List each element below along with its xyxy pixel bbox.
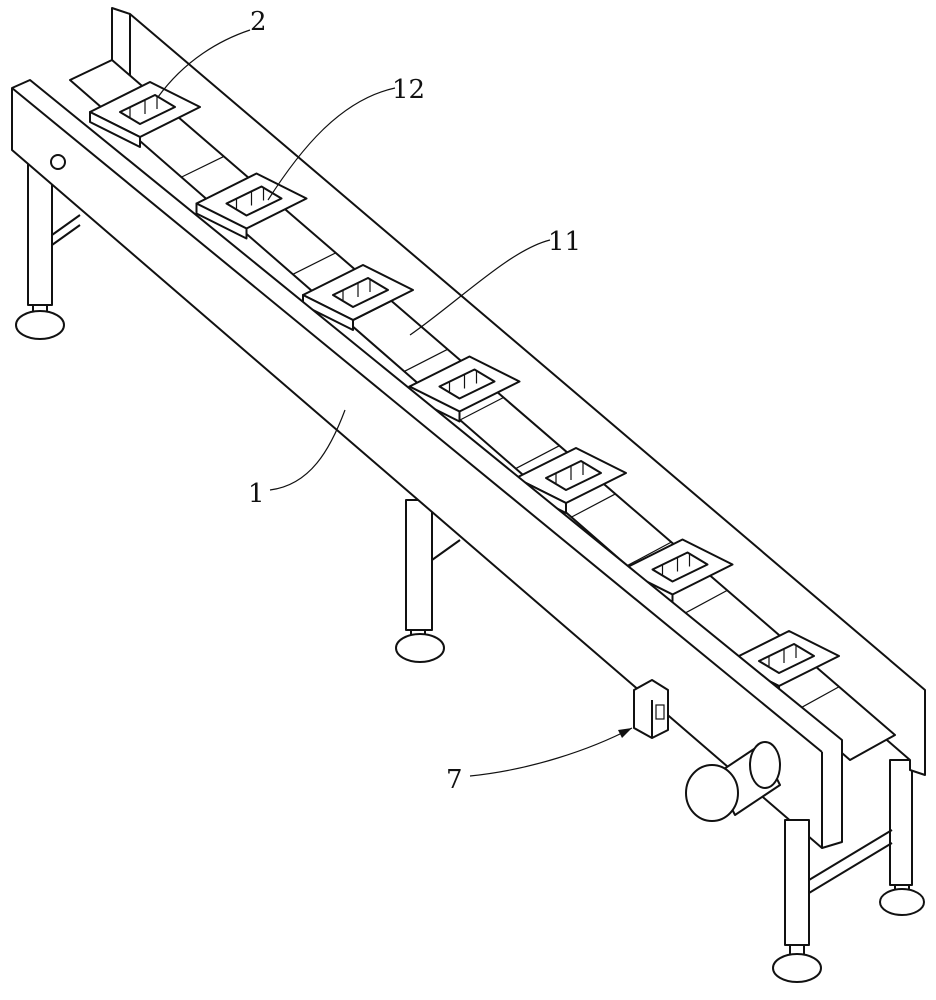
front-rail [11,79,843,849]
control-box [633,679,669,739]
front-middle-leg [395,499,461,663]
motor [685,741,781,822]
belt-slat [571,493,616,518]
tray [195,172,308,240]
belt-slat [69,59,113,81]
tray [89,81,201,148]
belt-slat [292,252,336,275]
leader-1 [269,409,346,491]
label-11: 11 [548,227,581,257]
belt-slat [515,445,560,470]
tray [408,355,521,423]
belt-slat [626,541,672,567]
label-12: 12 [392,75,425,105]
back-right-leg [879,759,925,916]
label-1: 1 [248,479,265,509]
label-2: 2 [250,7,267,37]
belt-slat [181,155,225,178]
belt-slat [404,348,448,372]
leader-2 [157,29,251,98]
rail-hole-icon [50,154,66,170]
leader-11 [409,239,551,336]
belt-slat [849,734,896,761]
belt-slat [682,589,728,615]
leader-12 [267,87,396,201]
front-right-leg [772,819,893,983]
label-7: 7 [446,765,463,795]
leader-7 [469,727,633,777]
belt-slat [459,396,504,421]
